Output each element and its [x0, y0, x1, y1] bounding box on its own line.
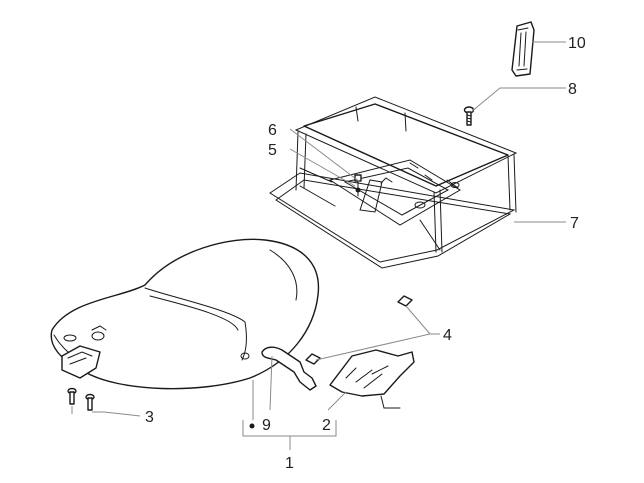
- part-8-bolt: [463, 106, 475, 126]
- seat: [50, 238, 320, 390]
- callout-2: 2: [322, 417, 331, 434]
- part-9-bracket: [261, 346, 317, 391]
- part-5-6-screw-washer: [354, 174, 362, 197]
- part-7-luggage-rack: [269, 96, 518, 269]
- callout-1: 1: [285, 455, 294, 472]
- part-2-pad: [329, 349, 415, 409]
- callout-7: 7: [570, 215, 579, 232]
- part-10-strap: [511, 21, 535, 77]
- callout-9: 9: [262, 417, 271, 434]
- leader-lines: [103, 41, 566, 450]
- callout-4: 4: [443, 327, 452, 344]
- callout-8: 8: [568, 81, 577, 98]
- part-1-small: [249, 380, 255, 429]
- callout-labels: 10 8 6 5 7 4 3 9 2 1: [145, 35, 586, 472]
- part-4-clips: [305, 295, 413, 365]
- callout-6: 6: [268, 122, 277, 139]
- callout-3: 3: [145, 409, 154, 426]
- callout-5: 5: [268, 142, 277, 159]
- callout-10: 10: [568, 35, 586, 52]
- part-3-hinge-bracket: [61, 331, 105, 414]
